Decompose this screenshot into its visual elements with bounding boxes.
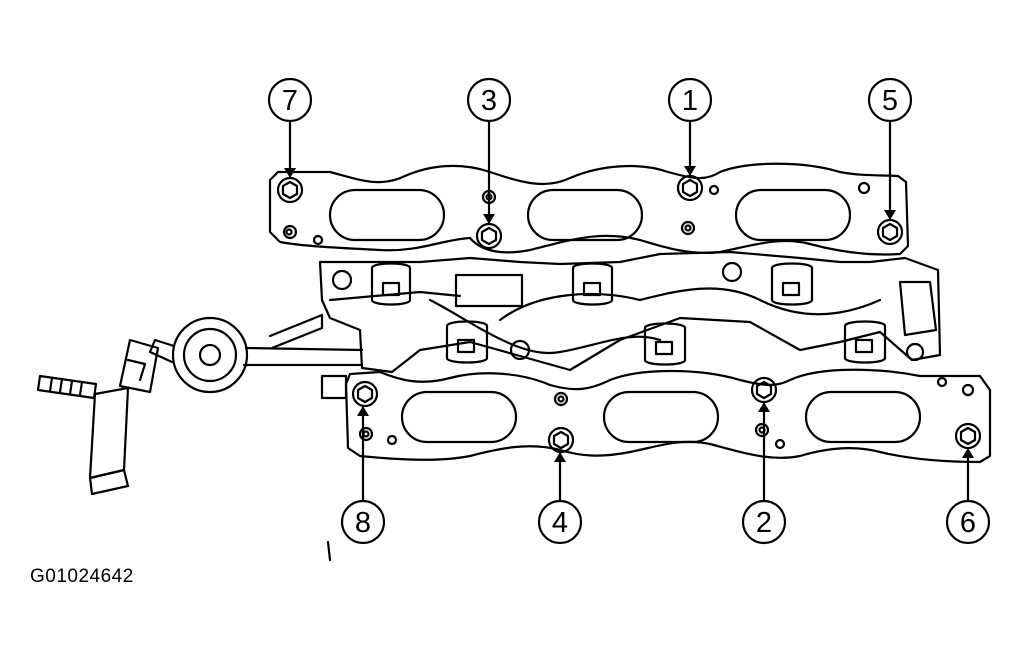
bolt-8 (351, 380, 379, 408)
manifold-body (318, 250, 942, 400)
bolt-4 (547, 426, 575, 454)
callout-label: 7 (282, 85, 298, 117)
callout-3: 3 (466, 77, 512, 123)
bolt-7 (276, 176, 304, 204)
bolt-1 (676, 174, 704, 202)
bolt-2 (750, 376, 778, 404)
callout-label: 8 (355, 507, 371, 539)
callout-1: 1 (667, 77, 713, 123)
callouts: 7 3 1 5 8 4 2 6 (267, 77, 991, 545)
callout-2: 2 (741, 499, 787, 545)
callout-6: 6 (945, 499, 991, 545)
upper-flange (268, 162, 910, 256)
injector-connectors-lower (445, 320, 925, 366)
bolts (276, 174, 982, 454)
injector-connectors-upper (331, 261, 814, 306)
callout-label: 4 (552, 507, 568, 539)
callout-label: 3 (481, 85, 497, 117)
leader-arrowheads (284, 166, 974, 462)
callout-8: 8 (340, 499, 386, 545)
callout-label: 5 (882, 85, 898, 117)
figure-id: G01024642 (30, 566, 134, 587)
lower-flange (344, 368, 992, 464)
bolt-5 (876, 218, 904, 246)
leader-lines (288, 120, 970, 502)
callout-label: 1 (682, 85, 698, 117)
bolt-3 (475, 222, 503, 250)
callout-label: 6 (960, 507, 976, 539)
sensor-assembly (36, 313, 364, 562)
callout-label: 2 (756, 507, 772, 539)
callout-4: 4 (537, 499, 583, 545)
bolt-6 (954, 422, 982, 450)
callout-7: 7 (267, 77, 313, 123)
callout-5: 5 (867, 77, 913, 123)
